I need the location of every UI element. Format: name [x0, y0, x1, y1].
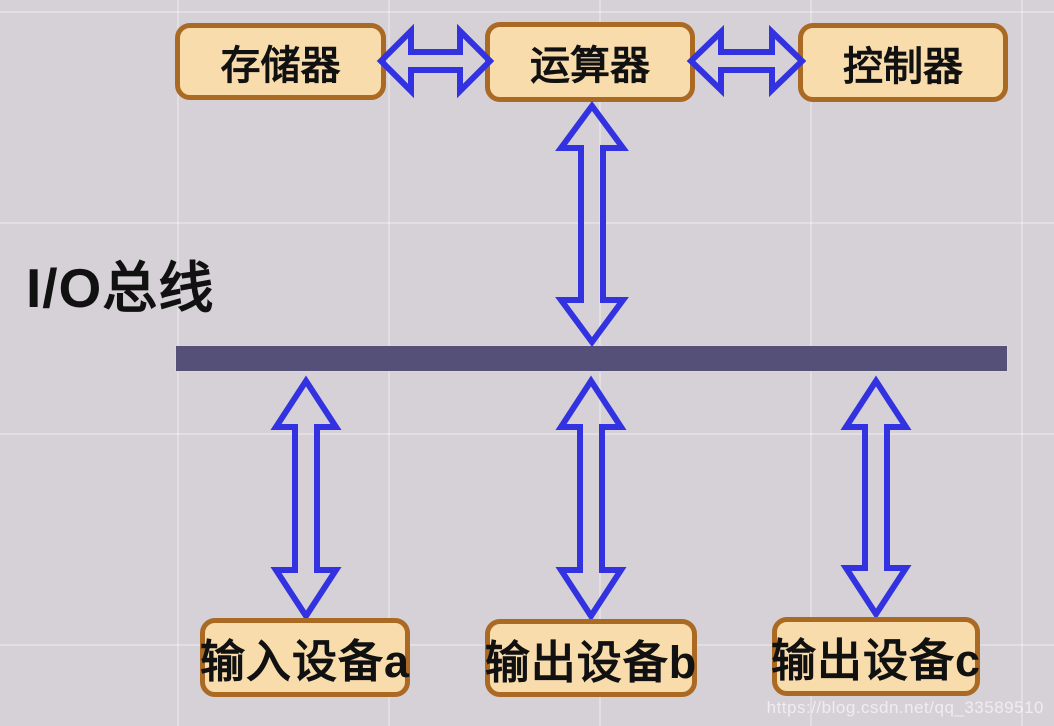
- node-memory: 存储器: [175, 23, 386, 100]
- bus-output-b-double-arrow-icon: [555, 375, 627, 622]
- bus-input-a-double-arrow-icon: [270, 375, 342, 622]
- node-output-device-c-label: 输出设备c: [770, 635, 982, 686]
- node-alu-label: 运算器: [530, 44, 650, 88]
- node-output-device-b-label: 输出设备b: [484, 636, 698, 688]
- watermark-url: https://blog.csdn.net/qq_33589510: [766, 698, 1044, 717]
- node-input-device-a: 输入设备a: [200, 618, 410, 697]
- node-input-device-a-label: 输入设备a: [199, 636, 411, 687]
- io-bus-label: I/O总线: [26, 257, 215, 319]
- node-output-device-c: 输出设备c: [770, 617, 982, 696]
- node-controller-label: 控制器: [843, 44, 963, 89]
- node-alu: 运算器: [485, 22, 695, 102]
- io-bus-bar: [176, 346, 1007, 371]
- alu-bus-double-arrow-icon: [555, 100, 629, 348]
- bus-output-c-double-arrow-icon: [840, 375, 912, 620]
- alu-controller-double-arrow-icon: [686, 24, 807, 98]
- memory-alu-double-arrow-icon: [376, 23, 495, 99]
- node-memory-label: 存储器: [220, 43, 341, 88]
- node-controller: 控制器: [798, 23, 1008, 102]
- node-output-device-b: 输出设备b: [485, 619, 697, 697]
